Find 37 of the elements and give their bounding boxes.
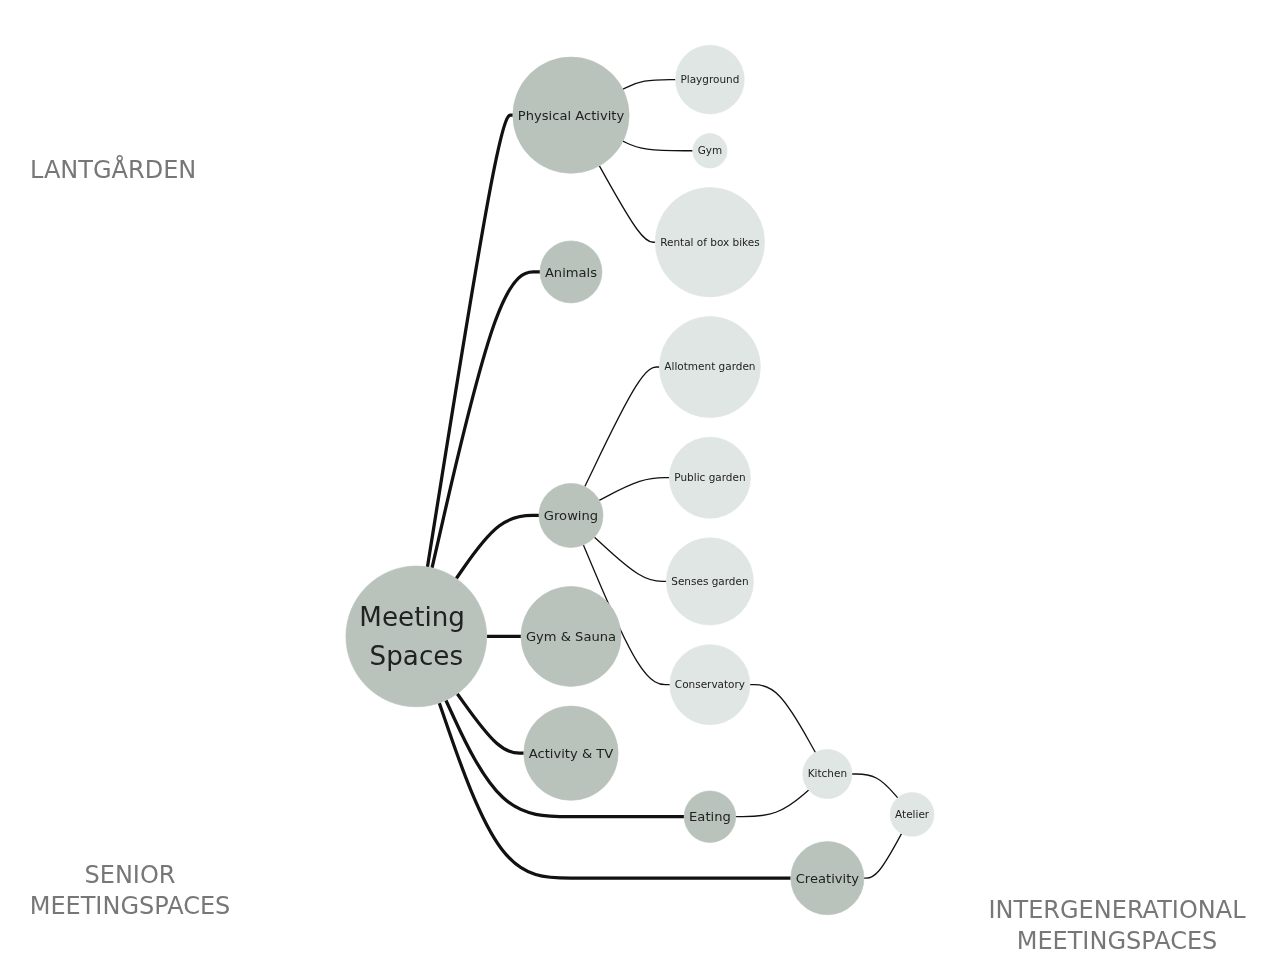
region-label: LANTGÅRDEN (30, 155, 197, 186)
region-label: INTERGENERATIONAL MEETINGSPACES (987, 895, 1247, 958)
node-circle: Conservatory (669, 644, 751, 725)
node-circle: Animals (539, 240, 603, 304)
connector (593, 536, 667, 583)
connector (622, 78, 677, 90)
connector (430, 270, 540, 569)
connector (851, 773, 899, 799)
region-label: SENIOR MEETINGSPACES (28, 860, 232, 923)
node-circle: Meeting Spaces (345, 565, 487, 708)
node-circle: Kitchen (802, 749, 853, 799)
connector (598, 477, 671, 502)
connector (425, 113, 514, 568)
connector (444, 699, 685, 819)
node-circle: Gym (692, 133, 728, 169)
connector (598, 165, 656, 243)
node-circle: Physical Activity (512, 56, 630, 174)
node-circle: Activity & TV (523, 705, 619, 801)
connector (584, 366, 661, 488)
connector (437, 702, 791, 880)
node-circle: Growing (538, 483, 604, 548)
node-circle: Rental of box bikes (654, 187, 765, 298)
node-circle: Playground (675, 44, 745, 115)
node-circle: Eating (683, 790, 736, 843)
node-circle: Atelier (889, 792, 935, 837)
connector (622, 140, 694, 152)
connector (735, 789, 810, 818)
node-circle: Gym & Sauna (520, 586, 622, 687)
node-circle: Allotment garden (659, 316, 761, 418)
connector (749, 684, 817, 754)
connector (863, 833, 903, 879)
connector (486, 634, 521, 639)
node-circle: Creativity (790, 841, 865, 916)
node-circle: Public garden (669, 436, 751, 519)
connector (455, 692, 524, 755)
connector (454, 513, 539, 580)
node-circle: Senses garden (666, 537, 754, 626)
